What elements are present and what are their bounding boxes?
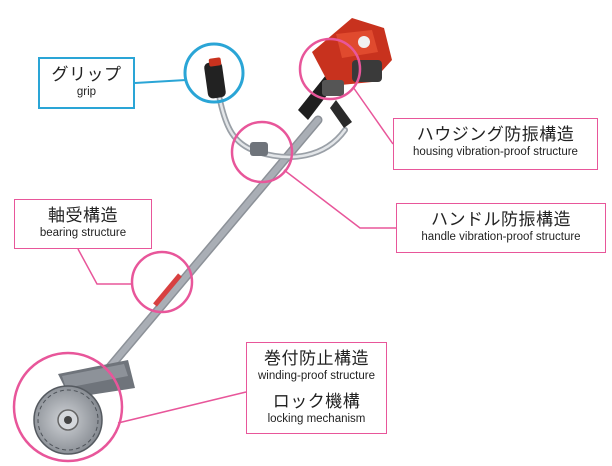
locking-label-en: locking mechanism	[267, 413, 366, 425]
winding-locking-callout: 巻付防止構造 winding-proof structure ロック機構 loc…	[246, 342, 387, 434]
engine-unit	[312, 18, 392, 96]
blade-highlight-circle	[12, 351, 124, 463]
blade-leader	[117, 391, 247, 424]
handle-highlight-circle	[230, 120, 294, 184]
winding-label-en: winding-proof structure	[258, 370, 375, 382]
housing-label-jp: ハウジング防振構造	[416, 125, 575, 145]
handle-label-jp: ハンドル防振構造	[431, 210, 571, 230]
blade-assembly	[33, 360, 135, 455]
bearing-label-jp: 軸受構造	[48, 206, 118, 226]
housing-leader	[352, 86, 394, 145]
grip-label-jp: グリップ	[51, 65, 122, 85]
winding-label-jp: 巻付防止構造	[264, 349, 369, 369]
handle-bar	[215, 87, 348, 160]
handle-leader	[283, 169, 396, 229]
grip-label-en: grip	[76, 86, 97, 98]
grip-leader	[134, 79, 187, 84]
left-grip	[204, 57, 226, 99]
housing-callout: ハウジング防振構造 housing vibration-proof struct…	[393, 118, 598, 170]
grip-callout: グリップ grip	[38, 57, 135, 109]
bearing-leader	[77, 248, 132, 285]
grip-highlight-circle	[183, 42, 245, 104]
bearing-callout: 軸受構造 bearing structure	[14, 199, 152, 249]
housing-highlight-circle	[298, 37, 362, 101]
handle-label-en: handle vibration-proof structure	[421, 231, 581, 243]
housing-label-en: housing vibration-proof structure	[413, 146, 578, 158]
bearing-highlight-circle	[130, 250, 194, 314]
locking-label-jp: ロック機構	[272, 392, 361, 412]
handle-callout: ハンドル防振構造 handle vibration-proof structur…	[396, 203, 606, 253]
bearing-label-en: bearing structure	[39, 227, 127, 239]
leader-lines	[77, 79, 396, 424]
handle-clamp	[250, 142, 268, 156]
